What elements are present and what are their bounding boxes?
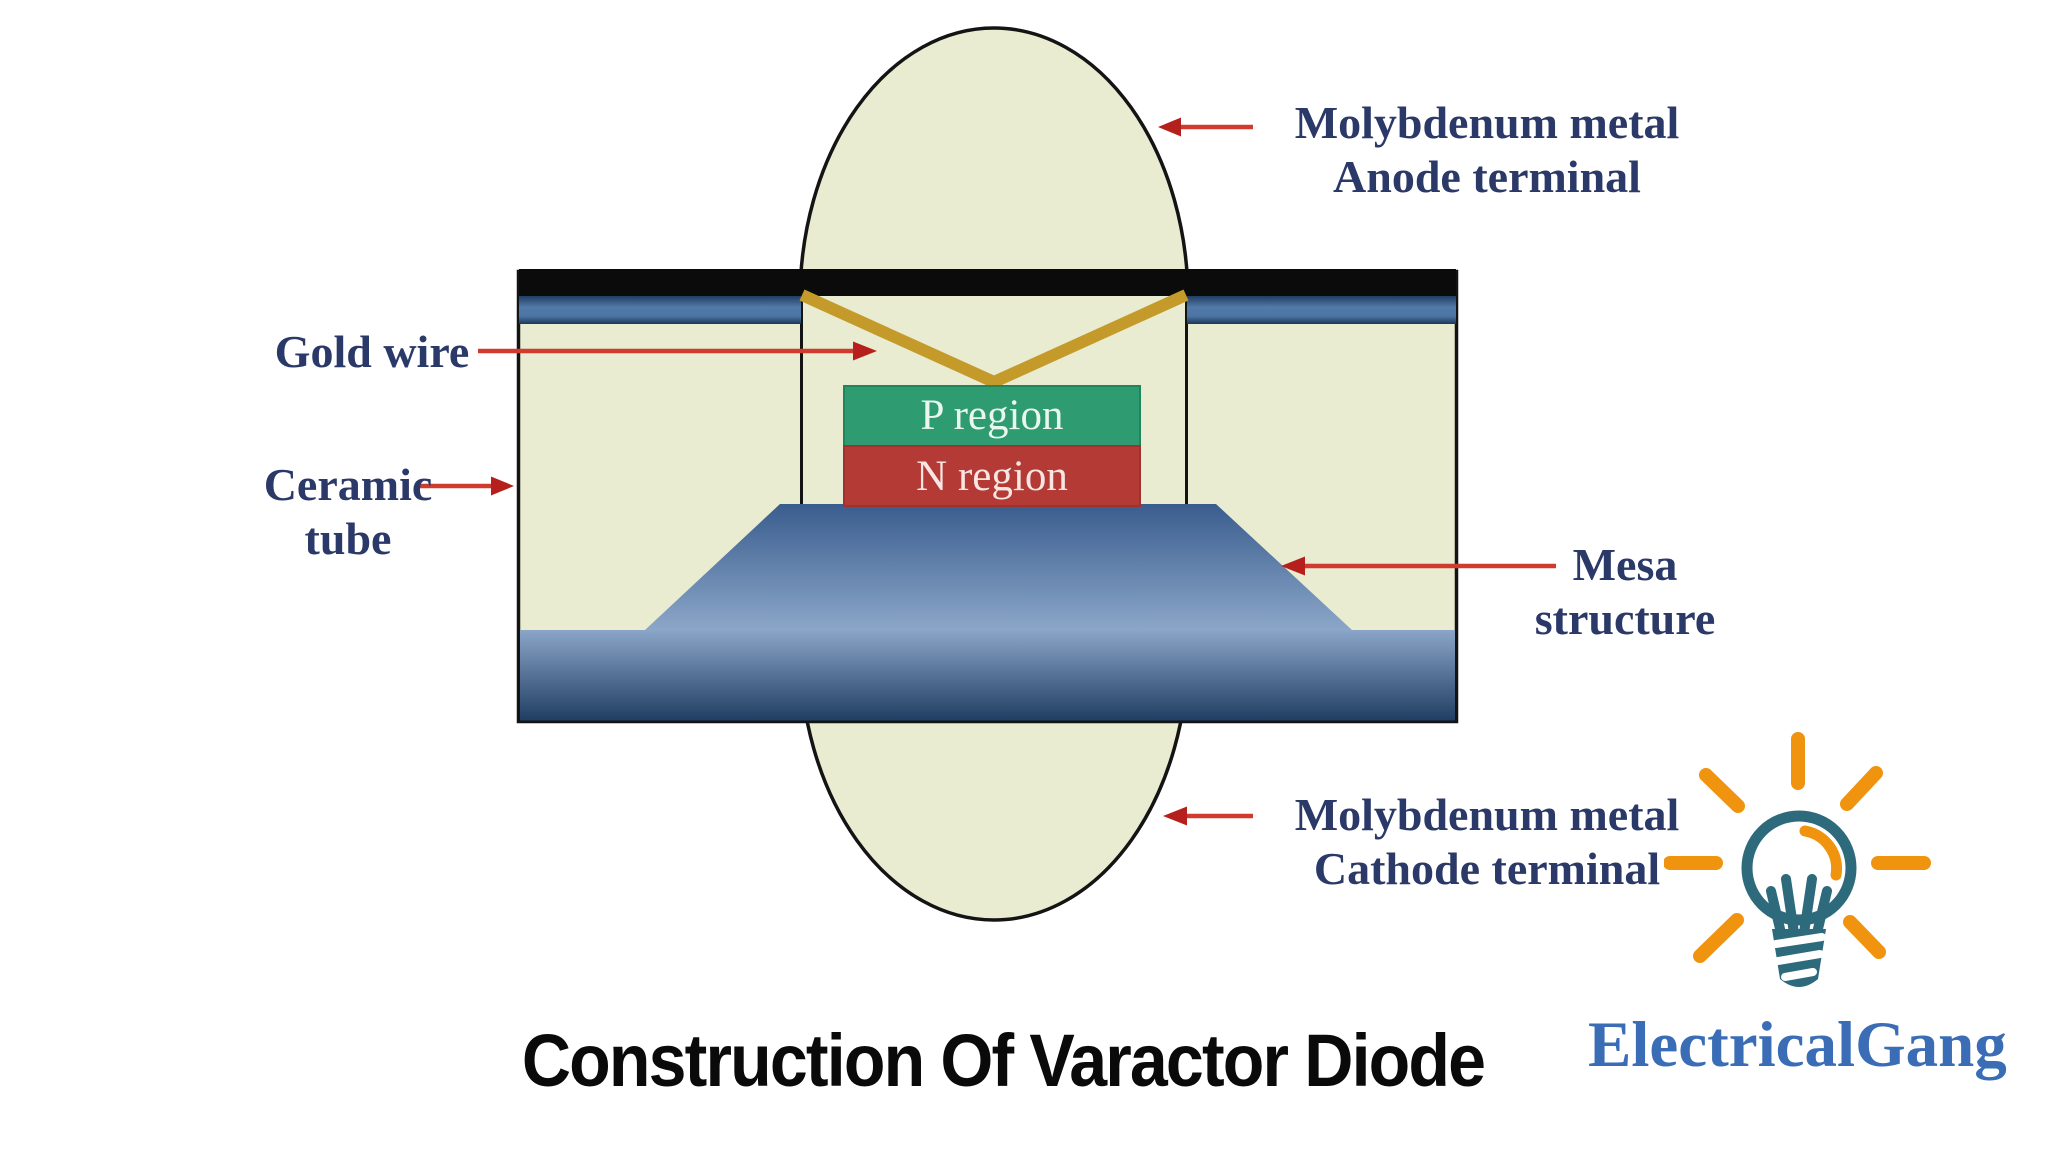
page-title: Construction Of Varactor Diode xyxy=(521,1019,1486,1102)
mesa-structure-label: Mesa structure xyxy=(1525,538,1725,646)
cathode-arrow xyxy=(1163,806,1253,826)
gold-wire-label: Gold wire xyxy=(274,326,470,377)
anode-arrow xyxy=(1158,117,1253,137)
lightbulb-bulb xyxy=(1741,810,1857,987)
mesa-structure-shape xyxy=(520,504,1455,721)
top-contact-bar xyxy=(519,269,1456,296)
cathode-label-line2: Cathode terminal xyxy=(1313,843,1661,894)
mesa-label-line1: Mesa xyxy=(1572,539,1678,590)
ceramic-label-line2: tube xyxy=(304,513,392,564)
ceramic-tube-arrow xyxy=(420,476,514,496)
lightbulb-rays xyxy=(1664,732,1931,963)
p-region-label: P region xyxy=(920,392,1064,439)
anode-label-line1: Molybdenum metal xyxy=(1294,97,1680,148)
brand-name: ElectricalGang xyxy=(1588,1009,2007,1081)
cathode-label: Molybdenum metal Cathode terminal xyxy=(1248,788,1726,896)
n-region-label: N region xyxy=(916,453,1068,500)
ceramic-tube-label: Ceramic tube xyxy=(248,458,448,566)
gold-wire-arrow xyxy=(478,341,877,361)
side-contact-right xyxy=(1187,296,1456,324)
mesa-structure-arrow xyxy=(1281,556,1556,576)
lightbulb-icon xyxy=(1664,732,1931,987)
gold-wire-shape xyxy=(799,289,1189,389)
ceramic-label-line1: Ceramic xyxy=(263,459,433,510)
n-region-shape xyxy=(843,445,1141,507)
anode-label-line2: Anode terminal xyxy=(1333,151,1641,202)
mesa-label-line2: structure xyxy=(1534,593,1716,644)
anode-label: Molybdenum metal Anode terminal xyxy=(1248,96,1726,204)
cathode-label-line1: Molybdenum metal xyxy=(1294,789,1680,840)
p-region-shape xyxy=(843,385,1141,447)
side-contact-left xyxy=(519,296,801,324)
